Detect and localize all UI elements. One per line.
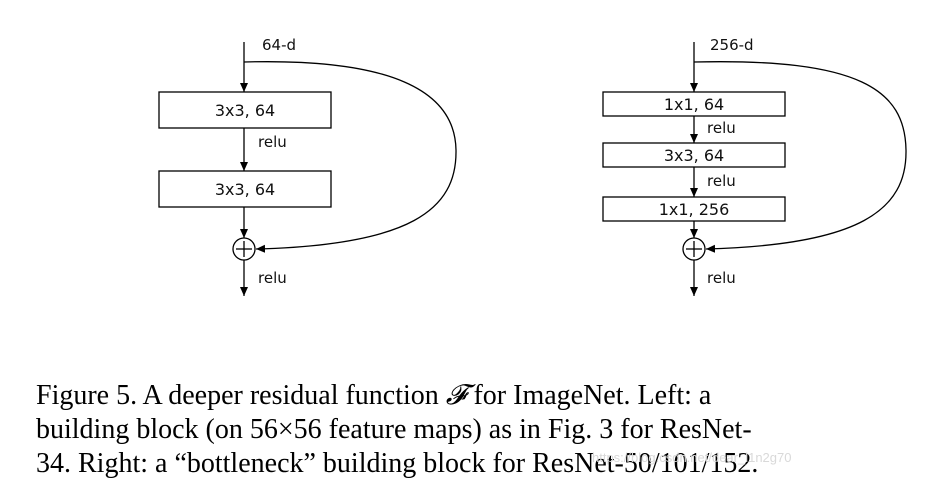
left-layer-2-box <box>158 170 332 208</box>
right-layer-1-label: 1x1, 64 <box>664 95 724 114</box>
watermark-text: https://blog.csdn.net/dear_l1n2g70 <box>592 450 792 465</box>
right-relu-2-label: relu <box>707 172 736 190</box>
left-layer-1-label: 3x3, 64 <box>215 101 275 120</box>
right-bottleneck-block: 256-d 1x1, 64 relu 3x3, 64 relu 1x1, 256… <box>602 36 907 296</box>
left-building-block: 64-d 3x3, 64 relu 3x3, 64 relu <box>158 36 457 296</box>
right-layer-2-label: 3x3, 64 <box>664 146 724 165</box>
left-layer-2-label: 3x3, 64 <box>215 180 275 199</box>
left-shortcut-connection <box>243 61 457 253</box>
left-input-label: 64-d <box>262 36 296 54</box>
left-relu-1-label: relu <box>258 133 287 151</box>
residual-blocks-diagram: 64-d 3x3, 64 relu 3x3, 64 relu 256-d 1x1… <box>158 36 907 296</box>
caption-line-1-start: Figure 5. A deeper residual function <box>36 380 446 411</box>
right-layer-3-label: 1x1, 256 <box>659 200 730 219</box>
caption-function-symbol: 𝓕 <box>445 378 467 411</box>
caption-line-1-end: for ImageNet. Left: a <box>466 380 712 411</box>
right-relu-1-label: relu <box>707 119 736 137</box>
right-layer-2-box <box>602 142 786 168</box>
left-layer-1-box <box>158 91 332 129</box>
left-relu-2-label: relu <box>258 269 287 287</box>
caption-line-3: 34. Right: a “bottleneck” building block… <box>36 448 759 479</box>
left-add-node <box>232 237 256 261</box>
right-relu-3-label: relu <box>707 269 736 287</box>
right-shortcut-connection <box>693 61 907 253</box>
figure-caption: Figure 5. A deeper residual function 𝓕 f… <box>36 378 936 481</box>
right-add-node <box>682 237 706 261</box>
caption-line-2: building block (on 56×56 feature maps) a… <box>36 414 752 445</box>
right-input-label: 256-d <box>710 36 754 54</box>
caption-line-1: Figure 5. A deeper residual function 𝓕 f… <box>36 378 936 413</box>
